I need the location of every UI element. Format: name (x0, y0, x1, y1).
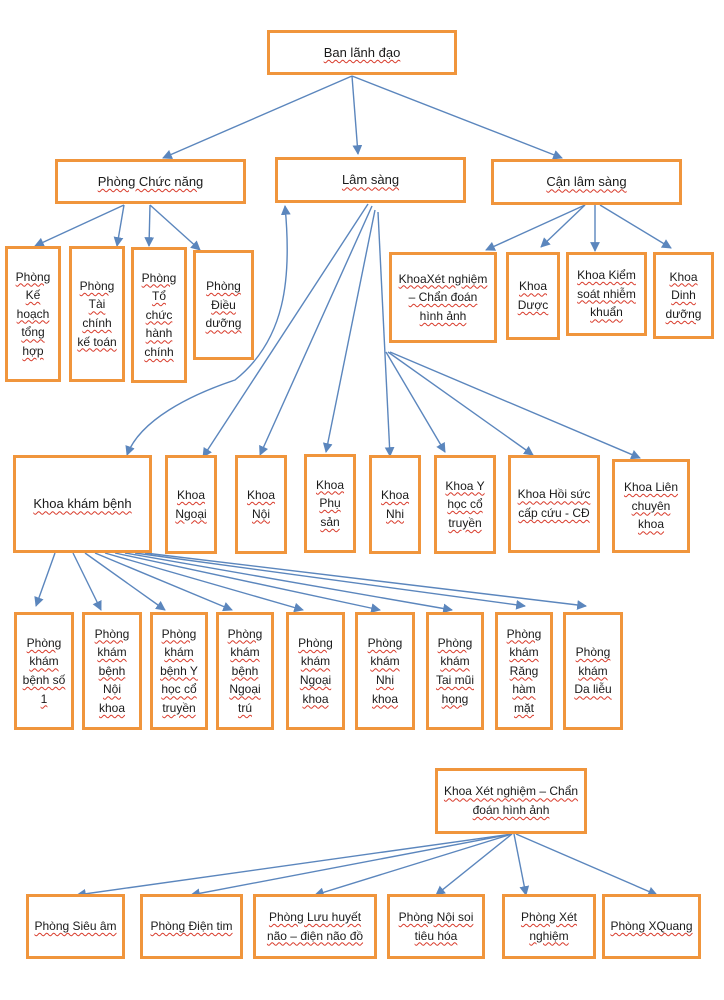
node-lam-sang: Lâm sàng (275, 157, 466, 203)
node-khoa-y-hoc-co-truyen: Khoa Y học cổ truyền (434, 455, 496, 554)
connector (351, 75, 563, 160)
node-pk-da-lieu: Phòng khám Da liễu (563, 612, 623, 730)
connector (599, 204, 672, 249)
node-pk-rang-ham-mat: Phòng khám Răng hàm mặt (495, 612, 553, 730)
node-phong-dien-tim: Phòng Điện tim (140, 894, 243, 959)
node-khoa-phu-san: Khoa Phụ sản (304, 454, 356, 553)
node-khoa-kiem-soat-nhiem-khuan: Khoa Kiểm soát nhiễm khuẩn (566, 252, 647, 336)
node-phong-dieu-duong: Phòng Điều dưỡng (193, 250, 254, 360)
node-phong-xquang: Phòng XQuang (602, 894, 701, 959)
connector (259, 205, 373, 456)
connector (114, 552, 381, 613)
connector (144, 552, 587, 610)
connector (144, 204, 155, 247)
connector (113, 204, 125, 247)
node-pk-y-hoc-co-truyen: Phòng khám bệnh Y học cổ truyền (150, 612, 208, 730)
connector (124, 552, 453, 614)
node-phong-noi-soi: Phòng Nội soi tiêu hóa (387, 894, 485, 959)
node-khoa-duoc: Khoa Dược (506, 252, 560, 340)
connector (385, 351, 446, 453)
node-phong-chuc-nang: Phòng Chức năng (55, 159, 246, 204)
connector (104, 552, 304, 613)
node-phong-tai-chinh: Phòng Tài chính kế toán (69, 246, 125, 382)
node-pk-nhi-khoa: Phòng khám Nhi khoa (355, 612, 415, 730)
connector (435, 833, 513, 896)
node-khoa-kham-benh: Khoa khám bệnh (13, 455, 152, 553)
node-ban-lanh-dao: Ban lãnh đạo (267, 30, 457, 75)
connector (34, 204, 125, 247)
connector (34, 552, 56, 607)
connector (377, 211, 395, 457)
connector (149, 204, 201, 251)
connector (351, 75, 363, 155)
node-pk-noi-khoa: Phòng khám bệnh Nội khoa (82, 612, 142, 730)
node-pk-tai-mui-hong: Phòng khám Tai mũi họng (426, 612, 484, 730)
node-pk-ngoai-tru: Phòng khám bệnh Ngoại trú (216, 612, 274, 730)
node-can-lam-sang: Cận lâm sàng (491, 159, 682, 205)
node-khoa-noi: Khoa Nội (235, 455, 287, 554)
node-khoa-ngoai: Khoa Ngoại (165, 455, 217, 554)
connector (389, 351, 641, 460)
connector (540, 204, 586, 248)
node-phong-to-chuc: Phòng Tổ chức hành chính (131, 247, 187, 383)
connector (322, 209, 376, 453)
node-khoa-lien-chuyen-khoa: Khoa Liên chuyên khoa (612, 459, 690, 553)
node-pk-so-1: Phòng khám bệnh số 1 (14, 612, 74, 730)
connector (76, 833, 513, 899)
connector (314, 833, 513, 898)
node-phong-ke-hoach: Phòng Kế hoạch tổng hợp (5, 246, 61, 382)
connector (72, 552, 102, 611)
connector (94, 552, 233, 612)
connector (134, 552, 526, 610)
connector (515, 833, 658, 896)
connector (485, 204, 586, 251)
connector (125, 205, 291, 456)
node-khoa-dinh-duong: Khoa Dinh dưỡng (653, 252, 714, 339)
connector (84, 552, 166, 611)
node-khoa-hoi-suc: Khoa Hồi sức cấp cứu - CĐ (508, 455, 600, 553)
connector (387, 351, 534, 456)
node-khoa-xn-cdha: Khoa Xét nghiệm – Chẩn đoán hình ảnh (435, 768, 587, 834)
node-khoa-nhi: Khoa Nhi (369, 455, 421, 554)
connector (513, 833, 530, 896)
connector (162, 75, 353, 159)
node-phong-luu-huyet-nao: Phòng Lưu huyết não – điện não đồ (253, 894, 377, 959)
connector (190, 833, 513, 899)
node-phong-xet-nghiem: Phòng Xét nghiệm (502, 894, 596, 959)
node-pk-ngoai-khoa: Phòng khám Ngoại khoa (286, 612, 345, 730)
node-khoa-xet-nghiem: KhoaXét nghiệm – Chẩn đoán hình ảnh (389, 252, 497, 343)
node-phong-sieu-am: Phòng Siêu âm (26, 894, 125, 959)
